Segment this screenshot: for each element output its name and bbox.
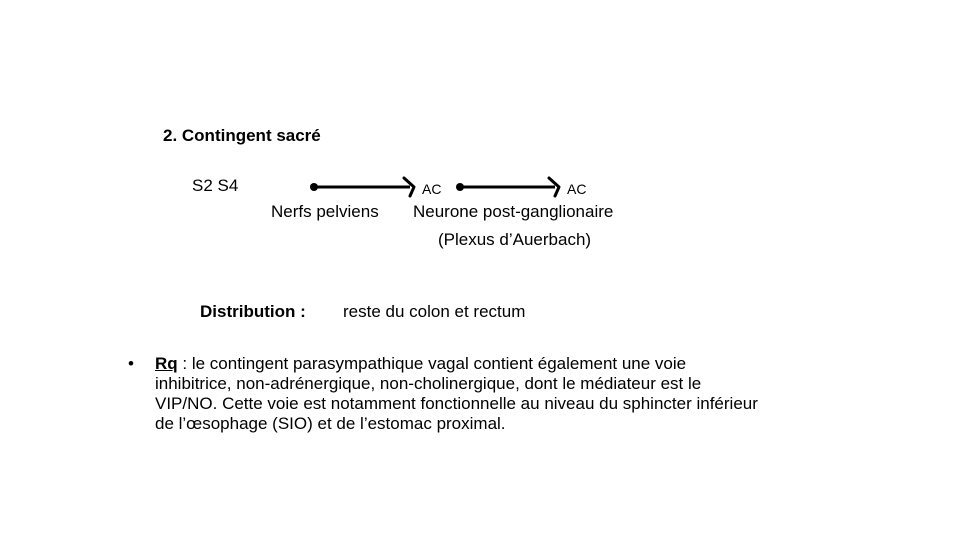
synapse-2-mediator-label: AC (567, 181, 587, 197)
plexus-label: (Plexus d’Auerbach) (438, 230, 592, 249)
preganglionic-label: Nerfs pelviens (271, 202, 379, 221)
preganglionic-terminal (402, 176, 416, 198)
synapse-1-mediator-label: AC (422, 181, 442, 197)
distribution-label: Distribution : (200, 302, 306, 321)
distribution-value: reste du colon et rectum (343, 302, 526, 321)
postganglionic-terminal (547, 176, 561, 198)
remark-prefix: Rq (155, 354, 178, 373)
postganglionic-label: Neurone post-ganglionaire (413, 202, 614, 221)
sacral-segments-label: S2 S4 (192, 176, 239, 195)
remark-paragraph: Rq : le contingent parasympathique vagal… (155, 354, 765, 434)
section-title: 2. Contingent sacré (163, 126, 321, 145)
bullet-marker: • (128, 354, 134, 373)
remark-text: : le contingent parasympathique vagal co… (155, 354, 758, 433)
